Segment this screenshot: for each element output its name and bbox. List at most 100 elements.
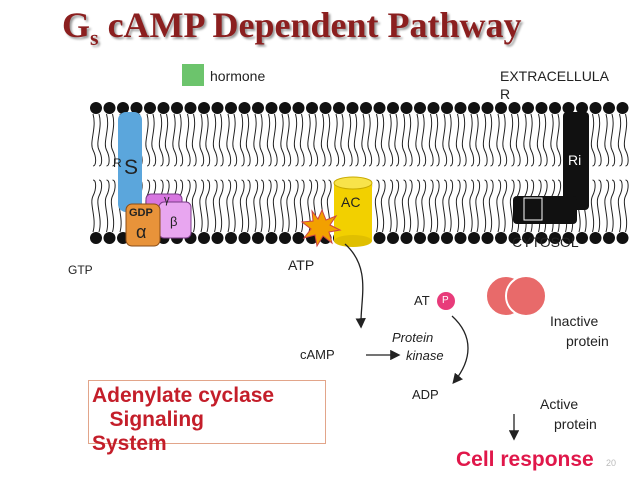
lipid-head (103, 102, 116, 114)
lipid-tail (434, 113, 440, 167)
rs-r-label: R (113, 156, 122, 170)
lipid-tail (307, 179, 313, 233)
lipid-tail (178, 113, 184, 167)
lipid-tail (191, 179, 197, 233)
lipid-tail (110, 113, 116, 167)
lipid-head (373, 232, 386, 244)
lipid-tail (596, 113, 602, 167)
gamma-label: γ (164, 194, 170, 206)
lipid-tail (610, 113, 616, 167)
lipid-tail (226, 113, 232, 167)
lipid-tail (226, 179, 232, 233)
lipid-tail (374, 179, 380, 233)
lipid-tail (286, 179, 292, 233)
lipid-tail (448, 179, 454, 233)
lipid-tail (239, 179, 245, 233)
lipid-tail (320, 113, 326, 167)
lipid-head (400, 102, 413, 114)
lipid-tail (421, 113, 427, 167)
lipid-tail (415, 179, 421, 233)
lipid-head (306, 102, 318, 114)
atp-label: ATP (288, 257, 315, 273)
lipid-tail (299, 179, 305, 233)
lipid-head (346, 102, 359, 114)
lipid-tail (205, 179, 211, 233)
lipid-tail (286, 113, 292, 167)
lipid-tail (428, 113, 434, 167)
lipid-tail (185, 113, 191, 167)
lipid-tail (259, 113, 265, 167)
ri-receptor (563, 112, 589, 210)
hormone-square (182, 64, 204, 86)
gtp-label: GTP (68, 263, 93, 277)
lipid-head (481, 102, 494, 114)
lipid-tail (272, 113, 278, 167)
lipid-tail (205, 113, 211, 167)
lipid-tail (442, 113, 448, 167)
lipid-tail (461, 113, 467, 167)
cell-response-label: Cell response (456, 448, 594, 471)
lipid-head (603, 232, 615, 244)
gi-protein (513, 196, 577, 224)
lipid-tail (158, 113, 164, 167)
lipid-head (441, 232, 453, 244)
lipid-head (171, 102, 183, 114)
lipid-tail (218, 179, 224, 233)
page-number: 20 (606, 458, 617, 468)
lipid-tail (340, 113, 346, 167)
slide-title: Gs cAMP Dependent Pathway (62, 5, 522, 51)
lipid-tail (293, 179, 299, 233)
lipid-tail (596, 179, 602, 233)
lipid-head (414, 232, 426, 244)
lipid-tail (253, 179, 259, 233)
lipid-tail (488, 179, 494, 233)
box-line-1: Adenylate cyclase (92, 384, 275, 407)
lipid-tail (502, 113, 508, 167)
lipid-tail (272, 179, 278, 233)
active-protein-label-2: protein (554, 416, 597, 432)
lipid-tail (218, 113, 224, 167)
lipid-tail (388, 179, 394, 233)
lipid-head (292, 232, 305, 244)
lipid-tail (199, 113, 205, 167)
lipid-tail (280, 113, 286, 167)
lipid-tail (347, 113, 353, 167)
lipid-tail (172, 113, 178, 167)
lipid-tail (394, 179, 400, 233)
camp-label: cAMP (300, 347, 335, 362)
lipid-tail (590, 113, 596, 167)
lipid-tail (104, 179, 110, 233)
lipid-head (535, 232, 548, 244)
lipid-head (238, 102, 251, 114)
lipid-tail (299, 113, 305, 167)
lipid-head (562, 232, 575, 244)
inactive-protein-label-2: protein (566, 333, 609, 349)
protein-kinase-label-2: kinase (406, 348, 444, 363)
lipid-head (225, 102, 237, 114)
lipid-tail (232, 113, 238, 167)
alpha-subunit (125, 203, 161, 247)
lipid-tail (482, 179, 488, 233)
lipid-head (198, 102, 210, 114)
lipid-tail (388, 113, 394, 167)
lipid-head (265, 232, 278, 244)
adenylate-cyclase (333, 176, 373, 247)
activation-star (300, 208, 342, 248)
lipid-tail (455, 113, 461, 167)
lipid-head (211, 102, 224, 114)
lipid-tail (353, 113, 359, 167)
lipid-tail (374, 113, 380, 167)
lipid-tail (604, 179, 610, 233)
lipid-tail (455, 179, 461, 233)
lipid-tail (91, 113, 97, 167)
lipid-tail (401, 113, 407, 167)
lipid-head (387, 232, 399, 244)
lipid-head (535, 102, 548, 114)
lipid-tail (428, 179, 434, 233)
lipid-tail (509, 113, 515, 167)
lipid-head (508, 232, 521, 244)
lipid-tail (556, 113, 562, 167)
lipid-tail (434, 179, 440, 233)
box-line-2: Signaling (92, 408, 205, 431)
